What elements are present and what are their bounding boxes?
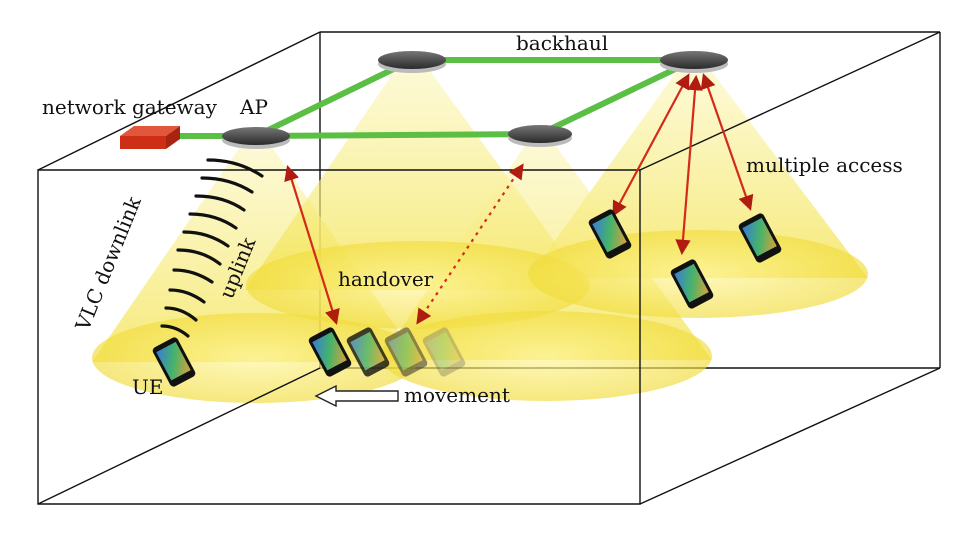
backhaul-label: backhaul [516, 31, 608, 55]
signal-arrows [284, 73, 754, 325]
ap-lamp-left [222, 127, 290, 149]
phone-moving-3 [384, 327, 428, 377]
ap-to-ue-link [284, 165, 340, 325]
phone-moving-4 [422, 327, 466, 377]
movement-label: movement [404, 383, 510, 407]
access-points [222, 51, 728, 149]
movement-arrow [314, 384, 399, 408]
user-devices [152, 209, 782, 387]
phone-multi-1 [588, 209, 632, 259]
phone-multi-3 [738, 213, 782, 263]
vlc-downlink-waves [160, 158, 264, 338]
ap-lamp-back-left [378, 51, 446, 73]
phone-multi-2 [670, 259, 714, 309]
phone-moving-2 [346, 327, 390, 377]
handover-label: handover [338, 267, 434, 291]
phone-moving-1 [308, 327, 352, 377]
multiple-access-link-3 [700, 73, 754, 211]
light-pool-middle [380, 311, 712, 401]
ap-lamp-back-right [660, 51, 728, 73]
ue-label: UE [132, 375, 163, 399]
network-gateway-box [120, 126, 180, 149]
multiple-access-label: multiple access [746, 153, 903, 177]
ap-label: AP [239, 95, 268, 119]
multiple-access-link-2 [675, 74, 703, 256]
network-gateway-label: network gateway [42, 95, 218, 119]
phone-ue [152, 337, 196, 387]
ap-lamp-middle [508, 125, 572, 147]
